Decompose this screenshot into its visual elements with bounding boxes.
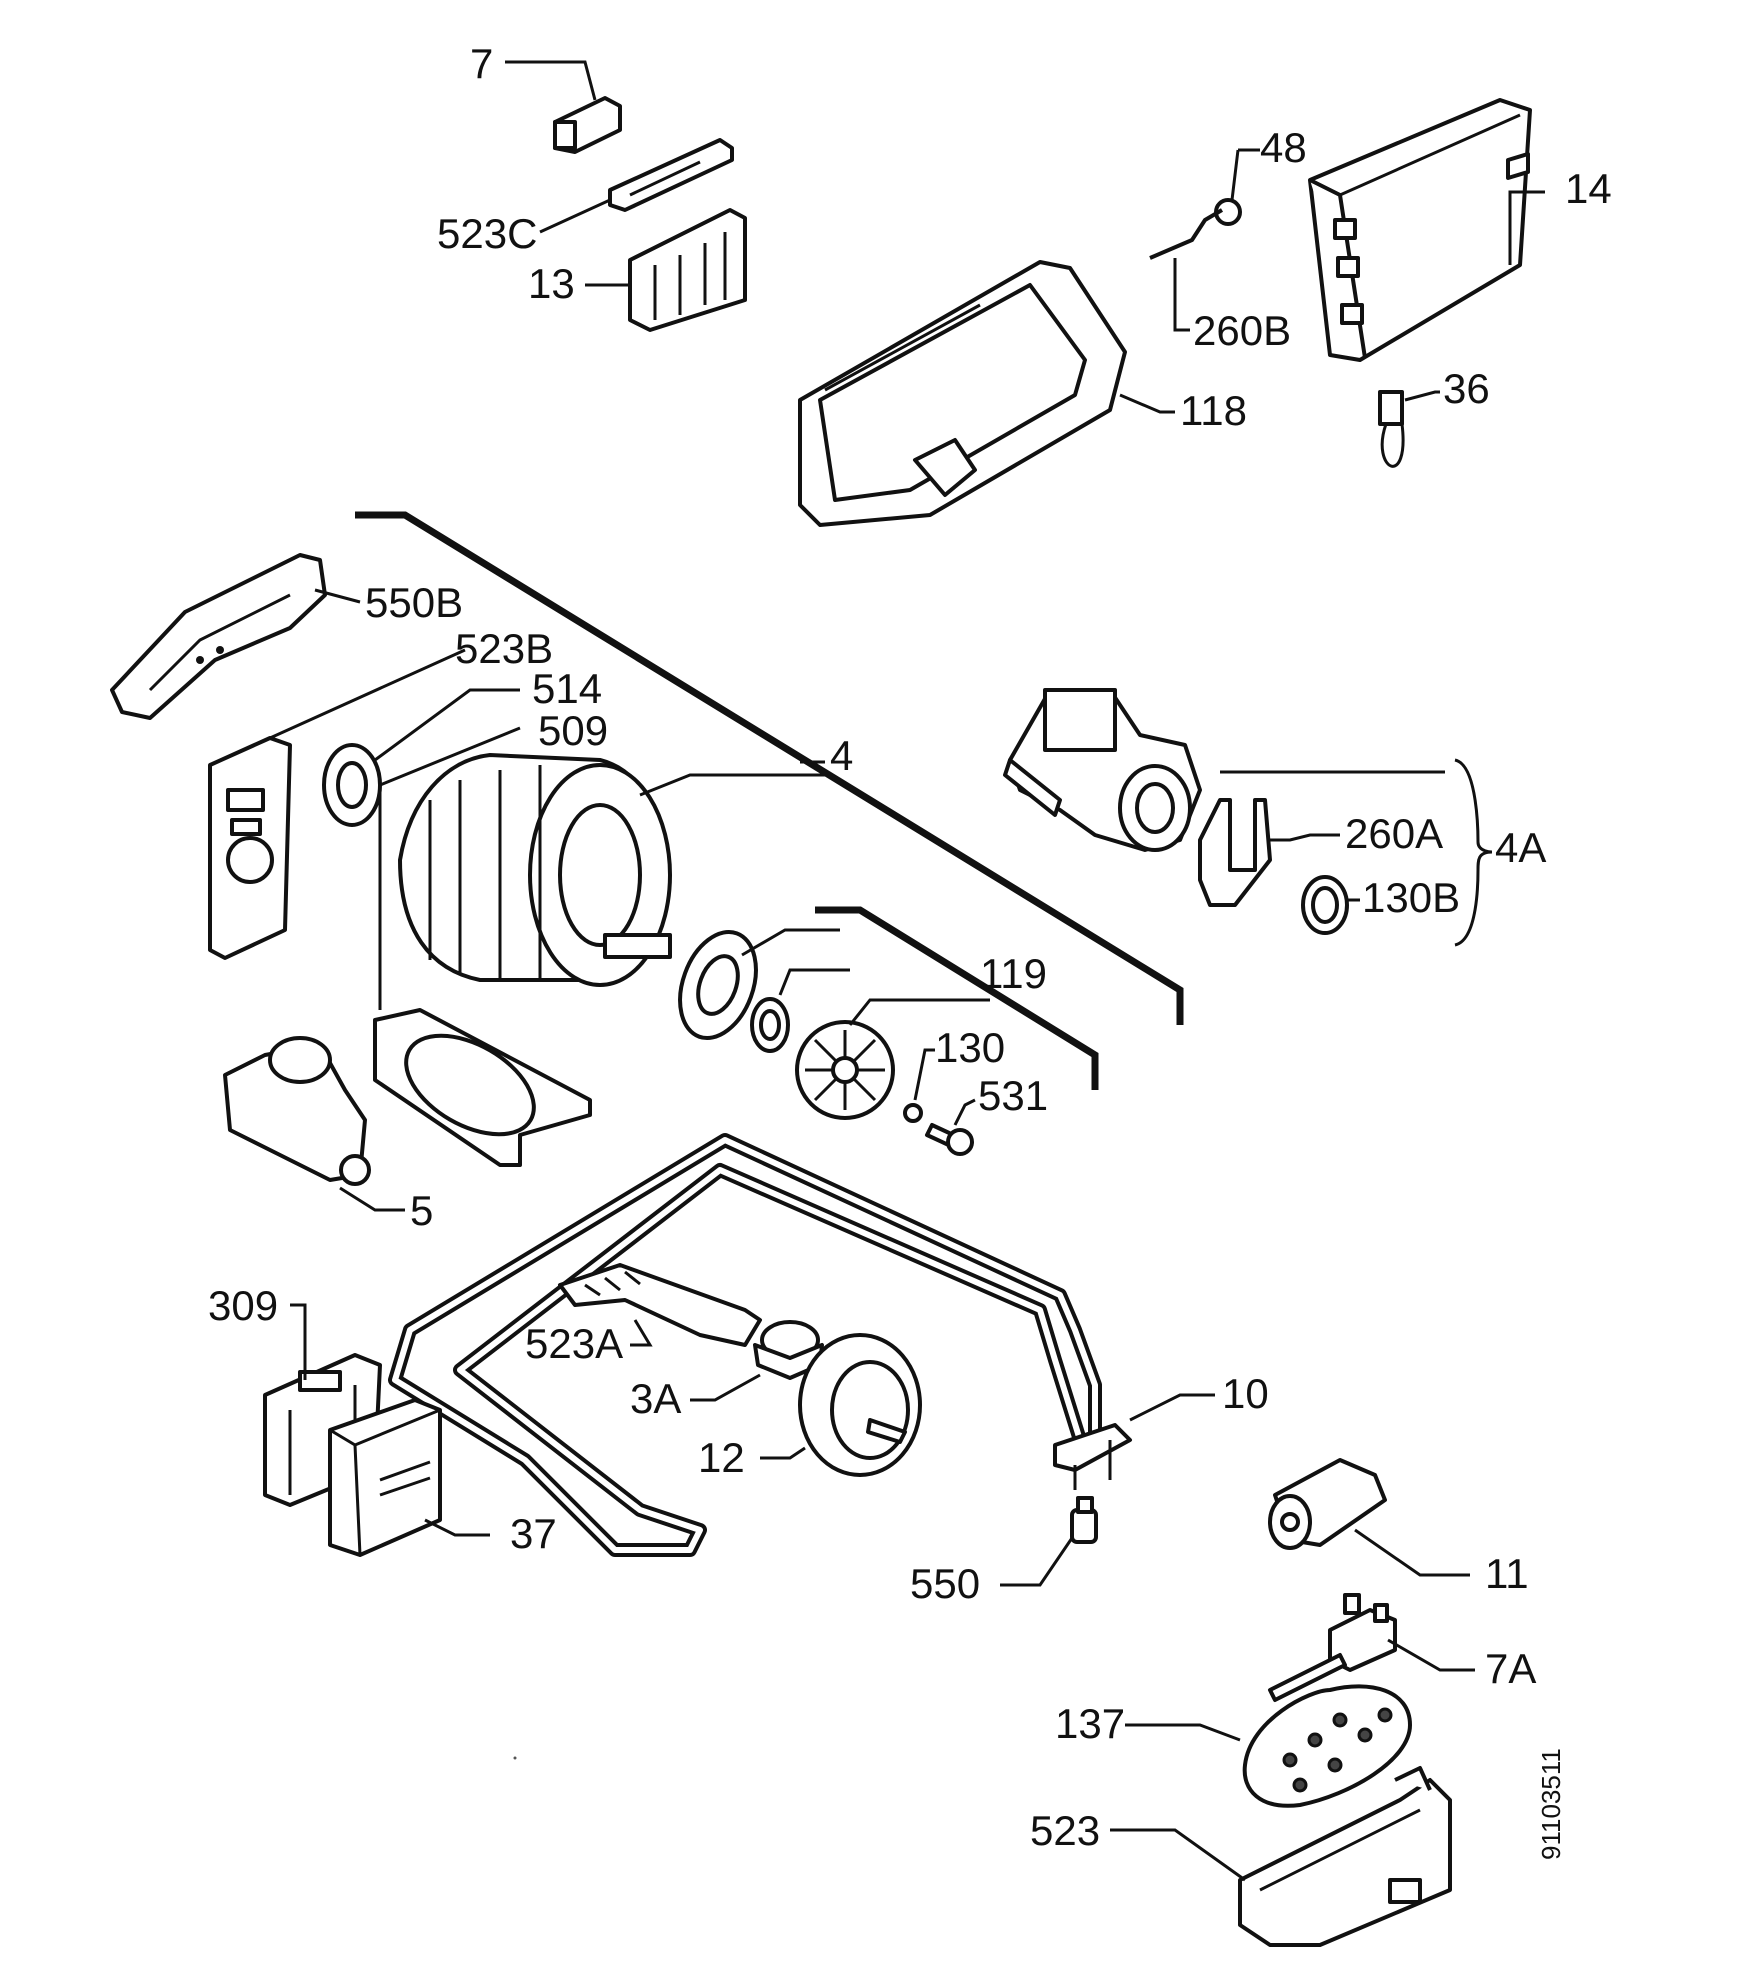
part-11-capacitor [1268,1458,1387,1550]
label-509: 509 [538,707,608,754]
leader-523 [1110,1828,1246,1882]
part-531-screw [925,1123,974,1156]
label-130: 130 [935,1024,1005,1071]
part-523c-connector [608,138,734,212]
label-36: 36 [1443,365,1490,412]
label-531: 531 [978,1072,1048,1119]
label-48: 48 [1260,124,1307,171]
part-119-cap [678,929,758,1041]
leader-12 [760,1446,806,1460]
leader-509 [378,726,521,1010]
leader-523c [539,198,611,234]
leader-130 [913,1048,935,1101]
label-119: 119 [980,950,1047,997]
leader-11 [1354,1528,1470,1577]
leader-550b [314,588,361,604]
part-12-pressure-switch [798,1333,922,1477]
leader-119-impeller [848,998,990,1026]
leader-37 [424,1518,490,1537]
leader-309 [290,1303,307,1380]
leader-523b [269,648,466,740]
leader-48 [1230,148,1260,201]
leader-260b [1173,258,1190,332]
label-7a: 7A [1485,1645,1536,1692]
label-523a: 523A [525,1320,623,1367]
label-4: 4 [830,732,853,779]
part-514-ring [322,743,382,827]
label-130b: 130B [1362,874,1460,921]
part-7-switch [553,96,622,154]
leader-10 [1129,1393,1215,1422]
part-550-nozzle [1070,1496,1098,1544]
label-5: 5 [410,1187,433,1234]
drawing-code: 91103511 [1536,1748,1566,1860]
leader-7a [1387,1638,1475,1672]
leader-5 [339,1186,405,1212]
label-550: 550 [910,1560,980,1607]
label-12: 12 [698,1434,745,1481]
part-14-control-module [1308,98,1532,362]
label-309: 309 [208,1282,278,1329]
leader-118 [1119,393,1175,414]
leader-523a [630,1319,653,1347]
stray-dot [513,1756,517,1760]
part-509-motor [398,753,672,987]
label-118: 118 [1180,387,1247,434]
label-523c: 523C [437,210,537,257]
part-5-valve [223,1036,371,1186]
label-523: 523 [1030,1807,1100,1854]
label-37: 37 [510,1510,557,1557]
label-137: 137 [1055,1700,1125,1747]
part-130b-oring [1301,875,1349,935]
leader-514 [374,688,520,762]
part-137-filter [1242,1684,1412,1808]
part-4a-heater-pump [1003,688,1202,852]
leader-7 [505,60,597,101]
part-130-oring [903,1103,923,1123]
label-514: 514 [532,665,602,712]
label-523b: 523B [455,625,553,672]
part-7a-microswitch [1268,1593,1397,1702]
leader-motor-4 [639,773,825,797]
part-550b-cover [110,553,327,720]
part-motor-plate [373,1008,592,1167]
label-10: 10 [1222,1370,1269,1417]
part-37-relay [328,1398,442,1557]
part-523b-panel [208,736,292,960]
label-14: 14 [1565,165,1612,212]
leader-119-cap [741,928,840,957]
label-550b: 550B [365,579,463,626]
brace-4a [1454,758,1493,947]
leader-14 [1508,190,1545,265]
label-4a: 4A [1495,824,1546,871]
label-7: 7 [470,40,493,87]
part-48-sensor [1149,198,1242,260]
part-118-dispenser [798,260,1127,527]
label-11: 11 [1485,1550,1529,1597]
label-13: 13 [528,260,575,307]
bracket-4-main [355,511,1184,1025]
leader-550 [1000,1537,1074,1587]
label-260b: 260B [1193,307,1291,354]
leader-137 [1125,1723,1241,1742]
leader-119-ring [778,968,850,996]
part-impeller [795,1020,895,1120]
leader-531 [953,1098,976,1126]
part-119-ring [750,997,790,1053]
leader-3a [690,1373,761,1402]
leader-260a [1270,833,1340,842]
leader-36 [1404,390,1440,402]
part-36-sensor-plug [1378,390,1405,468]
part-10-heater-element [388,1133,1132,1557]
part-523a-plate [558,1263,762,1347]
bracket-119 [815,906,1099,1090]
label-260a: 260A [1345,810,1443,857]
part-523-tray [1238,1766,1452,1947]
part-260a-bracket [1198,798,1272,907]
part-13-terminal-block [628,208,747,332]
label-3a: 3A [630,1375,681,1422]
